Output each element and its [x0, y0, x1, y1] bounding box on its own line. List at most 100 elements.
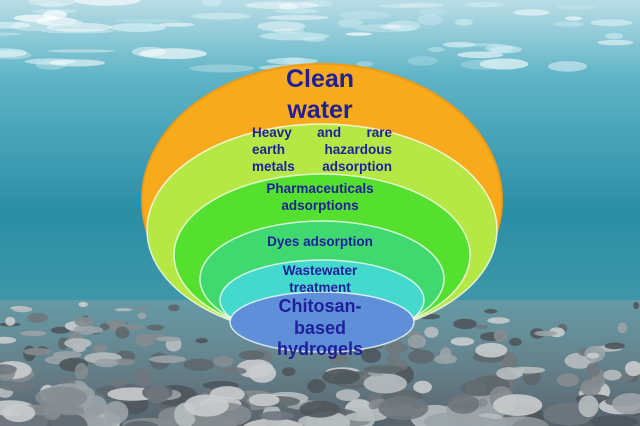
pebble	[133, 306, 152, 310]
pebble	[50, 326, 71, 334]
ripple	[345, 32, 373, 36]
pebble	[345, 412, 388, 422]
pebble	[487, 317, 510, 324]
pebble	[450, 337, 475, 346]
ripple	[379, 4, 420, 8]
pebble	[248, 393, 280, 407]
pebble	[512, 417, 550, 426]
pebble	[408, 349, 435, 364]
ripple	[464, 2, 505, 8]
pebble	[447, 394, 480, 414]
ripple	[278, 3, 298, 10]
ripple	[427, 47, 445, 52]
ripple	[273, 8, 319, 14]
ripple	[556, 4, 597, 10]
pebble	[329, 353, 349, 365]
pebble	[221, 367, 247, 376]
ripple	[49, 59, 105, 67]
ripple	[131, 46, 167, 57]
label-pharmaceuticals: Pharmaceuticals adsorptions	[266, 181, 374, 213]
water-surface-ripples	[0, 0, 634, 73]
label-chitosan: Chitosan- based hydrogels	[276, 296, 364, 359]
pebble	[35, 386, 88, 409]
pebble	[578, 395, 599, 418]
pebble	[88, 327, 104, 333]
pebble	[43, 405, 61, 420]
pebble	[92, 344, 107, 353]
pebble	[588, 415, 639, 426]
pebble	[322, 369, 360, 385]
pebble	[110, 377, 127, 388]
pebble	[484, 308, 498, 314]
ripple	[115, 18, 180, 23]
ripple	[461, 59, 504, 70]
pebble	[195, 338, 208, 344]
layer-chitosan	[229, 291, 415, 353]
pebble	[633, 301, 640, 310]
pebble	[74, 362, 88, 380]
pebble	[298, 413, 350, 426]
label-wastewater: Wastewater treatment	[282, 263, 358, 295]
pebble	[557, 373, 579, 387]
pebble	[123, 420, 159, 426]
pebble	[509, 366, 546, 374]
pebble	[146, 324, 165, 331]
pebble	[64, 338, 92, 349]
pebble	[183, 358, 215, 371]
pebble	[94, 358, 119, 368]
ripple	[283, 57, 306, 65]
pebble	[78, 301, 88, 308]
pebble	[184, 394, 229, 417]
label-heavy-metals: Heavy and rare earth hazardous metals ad…	[252, 125, 392, 174]
pebble	[0, 336, 17, 344]
pebble	[282, 367, 296, 377]
pebble	[212, 355, 234, 367]
ripple	[564, 16, 583, 21]
ripple	[485, 44, 514, 53]
ripple	[257, 21, 306, 32]
ripple	[0, 21, 31, 29]
pebble	[460, 380, 498, 397]
pebble	[413, 380, 432, 394]
pebble	[424, 326, 439, 338]
ripple	[416, 14, 444, 26]
pebble	[114, 308, 132, 312]
ripple	[479, 58, 529, 70]
pebble	[492, 394, 543, 416]
pebble	[73, 325, 98, 335]
ripple	[40, 28, 114, 34]
pebble	[126, 325, 144, 331]
pebble	[20, 330, 47, 337]
pebble	[424, 412, 486, 426]
ripple	[455, 18, 473, 26]
pebble	[137, 312, 147, 320]
pebble	[534, 330, 558, 337]
pebble	[474, 324, 489, 329]
pebble	[156, 336, 181, 342]
pebble	[390, 341, 403, 347]
pebble	[103, 401, 129, 424]
pebble	[146, 384, 170, 404]
ripple	[553, 21, 584, 27]
pebble	[586, 352, 600, 359]
pebble	[604, 342, 625, 350]
pebble	[307, 379, 326, 394]
pebble	[259, 411, 294, 421]
pebble	[384, 343, 409, 354]
ripple	[159, 22, 195, 27]
pebble	[0, 364, 17, 375]
ripple	[548, 61, 588, 72]
ripple	[386, 20, 421, 32]
pebble	[493, 329, 508, 342]
ripple	[47, 49, 115, 53]
ripple	[419, 8, 448, 16]
pebble	[134, 367, 152, 387]
ripple	[0, 48, 27, 58]
ripple	[397, 3, 444, 8]
pebble	[82, 395, 107, 417]
pebble	[509, 337, 522, 347]
pebble	[238, 350, 265, 360]
ripple	[39, 2, 67, 8]
